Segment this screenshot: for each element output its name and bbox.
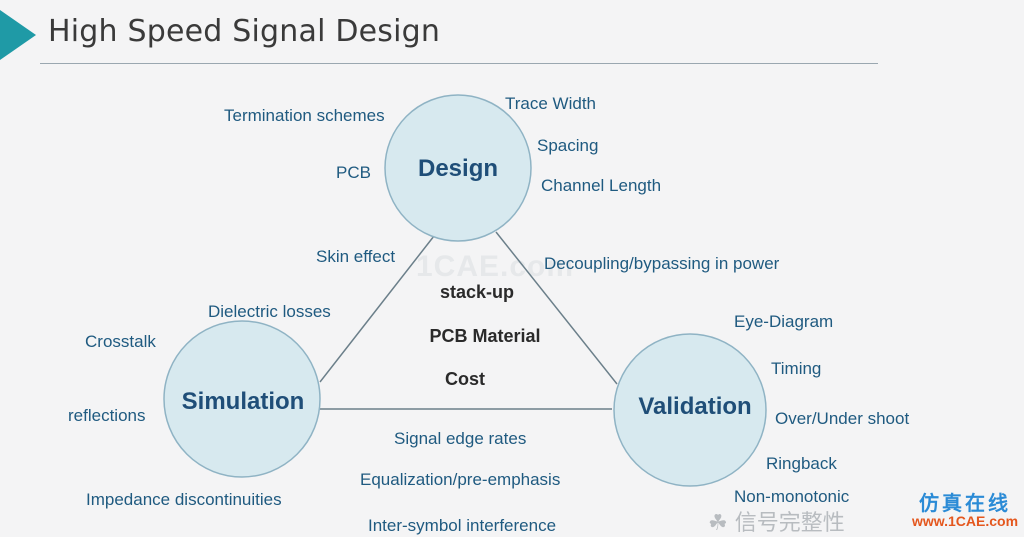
center-item-cost: Cost (445, 369, 485, 389)
footer-wechat-watermark: ☘ 信号完整性 (708, 505, 845, 537)
title-marker-icon (0, 10, 36, 60)
design-item-termination: Termination schemes (224, 106, 385, 125)
site-logo[interactable]: 仿真在线 www.1CAE.com (906, 493, 1024, 533)
center-item-stackup: stack-up (439, 282, 515, 302)
edge-item-dielectric-losses: Dielectric losses (208, 302, 331, 321)
design-item-trace-width: Trace Width (505, 94, 597, 113)
validation-item-ringback: Ringback (766, 454, 837, 473)
edge-item-decoupling: Decoupling/bypassing in power (544, 254, 780, 273)
edge-design-simulation (319, 235, 435, 383)
simulation-item-impedance: Impedance discontinuities (86, 490, 282, 509)
validation-item-eye-diagram: Eye-Diagram (734, 312, 834, 331)
node-design-label: Design (417, 155, 499, 182)
node-design-circle (384, 94, 532, 242)
edge-item-skin-effect: Skin effect (316, 247, 396, 266)
site-name: 仿真在线 (919, 491, 1011, 515)
design-item-pcb: PCB (336, 163, 371, 182)
center-item-pcb-material: PCB Material (429, 326, 541, 346)
simulation-item-reflections: reflections (68, 406, 146, 425)
node-simulation-label: Simulation (181, 388, 305, 415)
design-item-channel-length: Channel Length (541, 176, 662, 195)
slide-title: High Speed Signal Design (48, 14, 441, 49)
edge-design-validation (495, 231, 618, 385)
wechat-icon: ☘ (708, 511, 728, 536)
node-simulation-circle (163, 320, 321, 478)
design-item-spacing: Spacing (537, 136, 599, 155)
node-validation-circle (613, 333, 767, 487)
site-url: www.1CAE.com (911, 513, 1019, 529)
edge-item-intersymbol: Inter-symbol interference (368, 516, 557, 535)
edge-item-signal-edge-rates: Signal edge rates (394, 429, 527, 448)
validation-item-non-monotonic: Non-monotonic (734, 487, 850, 506)
title-divider (40, 63, 878, 64)
footer-wechat-text: 信号完整性 (734, 511, 845, 536)
validation-item-timing: Timing (771, 359, 822, 378)
simulation-item-crosstalk: Crosstalk (85, 332, 156, 351)
watermark-text: 1CAE.com (416, 250, 575, 283)
validation-item-overshoot: Over/Under shoot (775, 409, 910, 428)
edge-item-equalization: Equalization/pre-emphasis (360, 470, 561, 489)
node-validation-label: Validation (638, 393, 752, 420)
